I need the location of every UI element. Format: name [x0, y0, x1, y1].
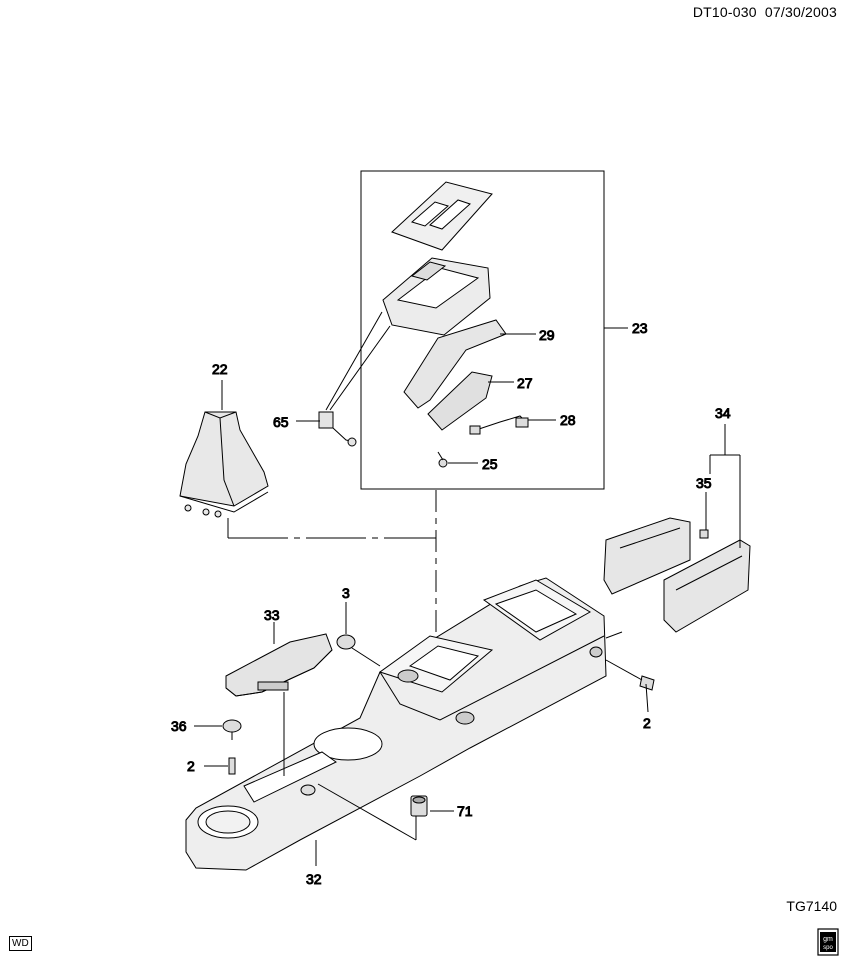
armrest-pad — [225, 633, 333, 697]
diagram-date: 07/30/2003 — [764, 4, 837, 20]
screw-2-left — [228, 757, 236, 775]
leader-3 — [351, 647, 381, 667]
callout-27: 27 — [517, 375, 533, 391]
callout-65: 65 — [273, 414, 289, 430]
leader-65-a — [329, 325, 391, 411]
shift-boot — [179, 411, 269, 518]
wd-badge: WD — [9, 936, 32, 951]
screw-25 — [437, 451, 448, 468]
shift-bezel — [382, 257, 491, 336]
harness-connector-a — [469, 425, 481, 435]
diagram-header: DT10-030 07/30/2003 — [693, 4, 837, 20]
callout-34: 34 — [715, 405, 731, 421]
diagram-code: DT10-030 — [692, 4, 757, 20]
callout-28: 28 — [560, 412, 576, 428]
leader-65-b — [325, 311, 383, 411]
trim-panel-34-left — [603, 517, 691, 595]
plug-3 — [336, 634, 356, 650]
callout-22: 22 — [212, 361, 228, 377]
callout-36: 36 — [171, 718, 187, 734]
figure-reference: TG7140 — [786, 898, 837, 914]
shift-indicator-plate — [391, 181, 493, 251]
callout-29: 29 — [539, 327, 555, 343]
leader-34-console — [605, 631, 623, 639]
callout-3: 3 — [342, 585, 350, 601]
callout-25: 25 — [482, 456, 498, 472]
callout-35: 35 — [696, 475, 712, 491]
cap-36 — [222, 719, 242, 733]
harness-connector-b — [515, 417, 529, 428]
callout-23: 23 — [632, 320, 648, 336]
power-outlet-71 — [410, 795, 428, 817]
leader-2-right — [645, 683, 649, 713]
trim-panel — [403, 319, 507, 409]
callout-71: 71 — [457, 803, 473, 819]
callout-2-right: 2 — [643, 715, 651, 731]
logo-text-bottom: spo — [823, 945, 833, 951]
callout-2-left: 2 — [187, 758, 195, 774]
logo-text-top: gm — [823, 936, 833, 943]
console-body — [185, 577, 607, 871]
clip-35 — [699, 529, 709, 539]
callout-33: 33 — [264, 607, 280, 623]
gm-spo-logo: gm spo — [817, 928, 839, 956]
leader-71 — [317, 783, 417, 841]
screw-2-right — [639, 675, 655, 691]
callout-32: 32 — [306, 871, 322, 887]
switch-65 — [318, 411, 357, 447]
bulb-holder — [427, 371, 493, 431]
detail-box — [360, 170, 605, 490]
leader-2-right-b — [605, 659, 643, 681]
